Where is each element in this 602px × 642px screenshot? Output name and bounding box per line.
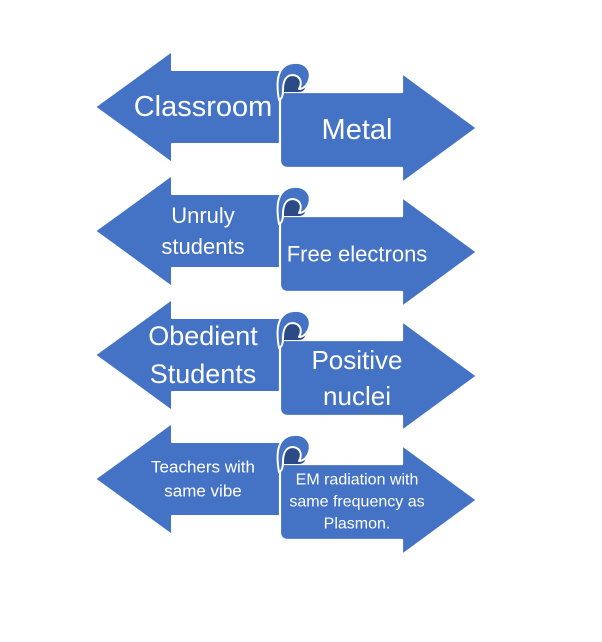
right-arrow-label-line: EM radiation with [296, 472, 419, 489]
right-arrow-label-line: same frequency as [289, 494, 424, 511]
right-arrow-label: EM radiation with same frequency as Plasmo… [289, 472, 424, 533]
left-arrow [94, 422, 294, 536]
arrow-pair-row-4: Teachers with same vibe EM radiation with s… [94, 422, 479, 557]
right-arrow [278, 195, 479, 309]
right-arrow [278, 443, 479, 557]
left-arrow-label: Teachers with same vibe [151, 458, 255, 501]
arrow-pair-row-2: Unruly students Free electrons [94, 174, 479, 309]
right-arrow-label-line: Metal [322, 114, 393, 146]
ribbon-fold-curl [276, 61, 311, 101]
ribbon-fold-curl [276, 185, 311, 225]
left-arrow-label-line: same vibe [164, 482, 241, 501]
left-arrow-label-line: Classroom [134, 91, 273, 123]
left-arrow-label-line: students [161, 234, 244, 259]
left-arrow [94, 298, 294, 412]
right-arrow-label: Metal [322, 114, 393, 146]
right-arrow-label-line: Positive [311, 345, 402, 375]
left-arrow [94, 174, 294, 288]
left-arrow-label-line: Teachers with [151, 458, 255, 477]
left-arrow-label: Unruly students [161, 203, 244, 259]
right-arrow-label-line: Free electrons [287, 242, 428, 267]
right-arrow [278, 71, 479, 185]
right-arrow-label: Positive nuclei [311, 345, 402, 411]
right-arrow-label: Free electrons [287, 242, 428, 267]
left-arrow-label-line: Students [150, 359, 257, 389]
left-arrow-label: Classroom [134, 91, 273, 123]
right-arrow-label-line: nuclei [323, 381, 391, 411]
left-arrow-label-line: Unruly [171, 203, 235, 228]
left-arrow-label-line: Obedient [148, 321, 258, 351]
right-arrow [278, 319, 479, 433]
ribbon-fold-curl [276, 309, 311, 349]
ribbon-fold-curl [276, 433, 311, 473]
right-arrow-label-line: Plasmon. [324, 516, 391, 533]
